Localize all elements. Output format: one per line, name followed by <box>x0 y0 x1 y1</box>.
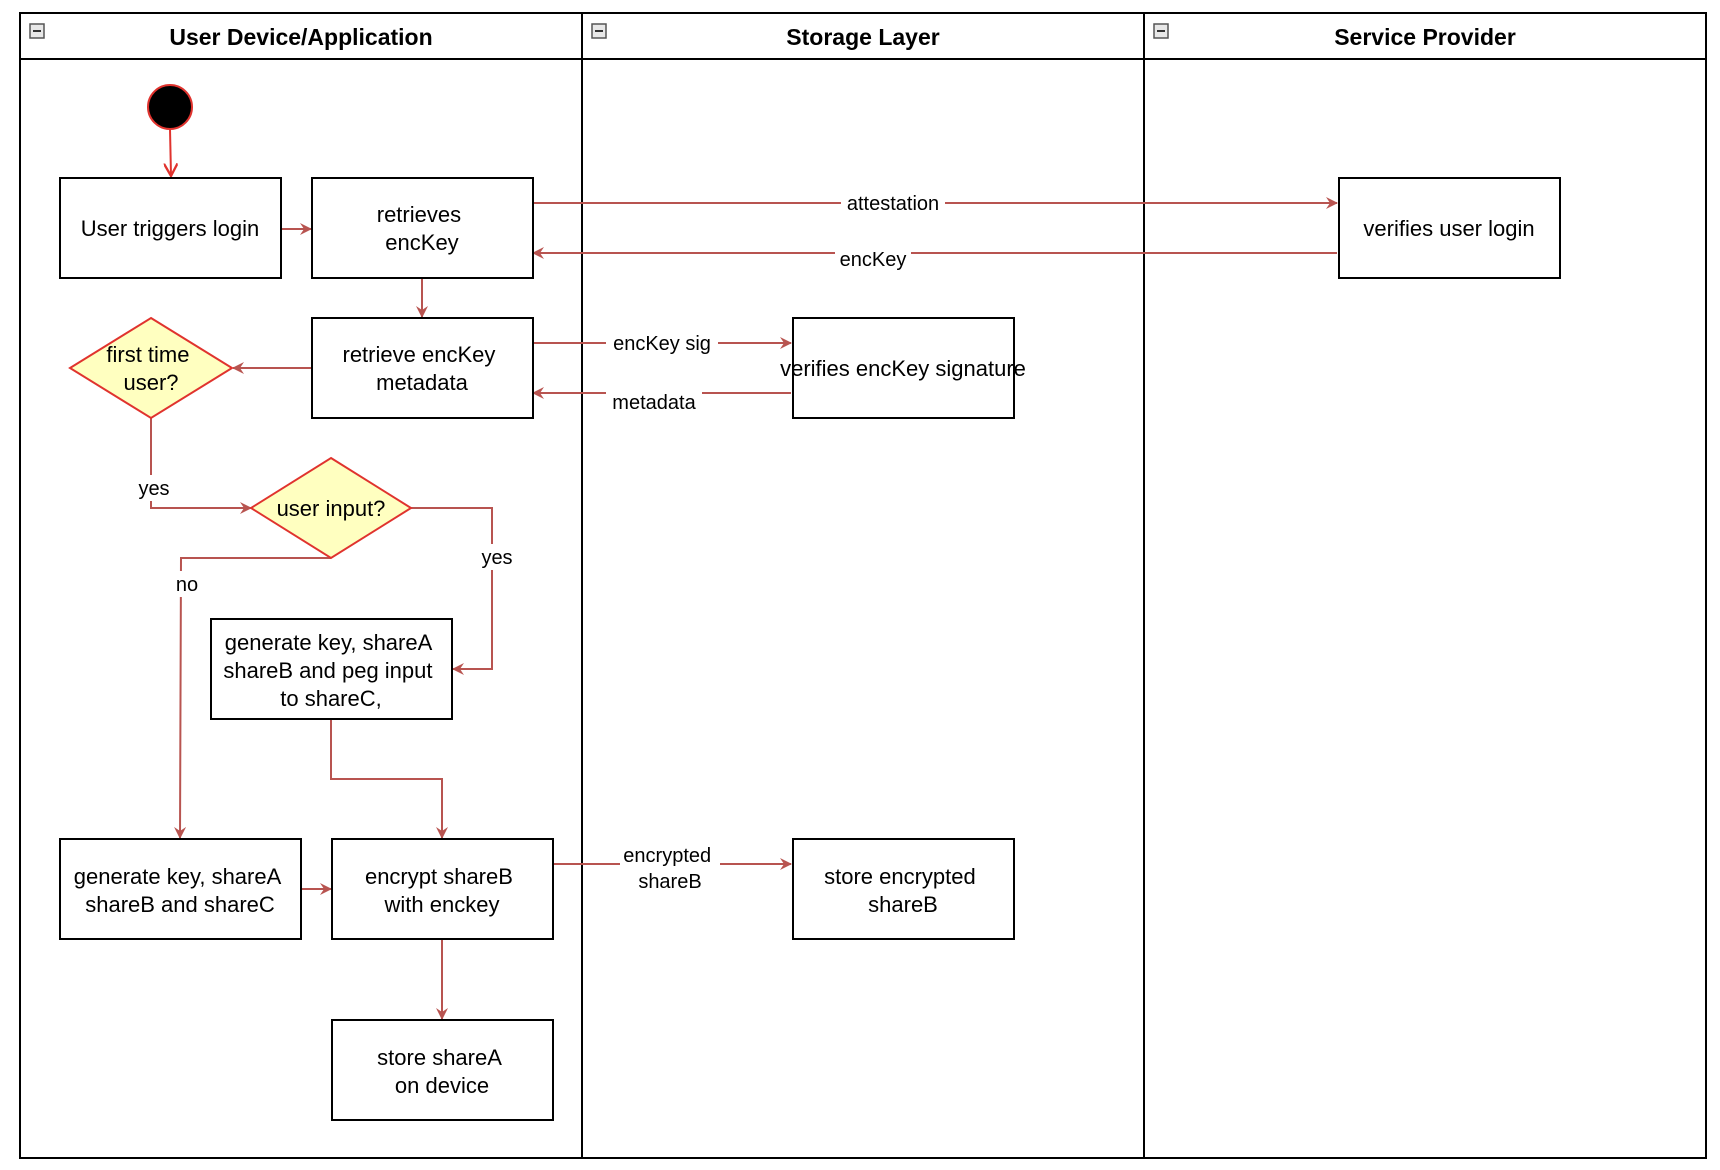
start-node-icon <box>147 84 193 130</box>
edge-first-yes <box>150 418 252 514</box>
node-user-triggers-login[interactable]: User triggers login <box>59 177 282 279</box>
edge-input-no <box>174 557 331 839</box>
node-verifies-enckey-signature[interactable]: verifies encKey signature <box>780 317 1026 419</box>
svg-text:store encrypted shareB: store encrypted shareB <box>824 864 982 917</box>
collapse-minus-icon[interactable] <box>1153 23 1169 39</box>
svg-text:user input?: user input? <box>277 496 386 521</box>
svg-text:first time user?: first time user? <box>106 342 195 395</box>
svg-text:User triggers login: User triggers login <box>81 216 260 241</box>
edge-label-encrypted-shareb: encrypted shareB <box>623 845 716 893</box>
node-store-sharea[interactable]: store shareA on device <box>331 1019 554 1121</box>
svg-text:generate key, shareA sha: generate key, shareA shareB and peg inpu… <box>223 630 438 711</box>
svg-text:encrypt shareB with enck: encrypt shareB with enckey <box>365 864 519 917</box>
edge-label-attestation: attestation <box>847 193 939 215</box>
edge-label-metadata: metadata <box>612 392 696 414</box>
edge-start-to-login <box>170 128 171 176</box>
lane-title: Service Provider <box>1334 24 1516 50</box>
edge-label-enckey-sig: encKey sig <box>613 333 711 355</box>
lane-title: User Device/Application <box>169 24 432 50</box>
edge-label-yes: yes <box>481 547 512 569</box>
svg-text:retrieves encKey: retrieves encKey <box>377 202 467 255</box>
svg-text:store shareA on device: store shareA on device <box>377 1045 507 1098</box>
svg-text:retrieve encKey metadata: retrieve encKey metadata <box>343 342 502 395</box>
node-encrypt-shareb[interactable]: encrypt shareB with enckey <box>331 838 554 940</box>
node-retrieves-enckey[interactable]: retrieves encKey <box>311 177 534 279</box>
node-store-encrypted-shareb[interactable]: store encrypted shareB <box>792 838 1015 940</box>
svg-text:generate key, shareA sha: generate key, shareA shareB and shareC <box>74 864 286 917</box>
edge-input-yes <box>411 507 493 675</box>
lane-storage-layer: Storage Layer <box>581 12 1145 1159</box>
lane-service-provider: Service Provider <box>1143 12 1707 1159</box>
edge-labels: attestation encKey encKey sig metadata y… <box>134 190 945 894</box>
edge-label-no: no <box>176 574 198 596</box>
collapse-minus-icon[interactable] <box>29 23 45 39</box>
edge-peg-to-encrypt <box>330 719 448 839</box>
node-verifies-user-login[interactable]: verifies user login <box>1338 177 1561 279</box>
decision-first-time-user[interactable]: first time user? <box>68 316 234 420</box>
node-retrieve-enckey-metadata[interactable]: retrieve encKey metadata <box>311 317 534 419</box>
node-generate-shares[interactable]: generate key, shareA shareB and shareC <box>59 838 302 940</box>
edge-label-enckey: encKey <box>840 249 907 271</box>
svg-text:verifies user login: verifies user login <box>1363 216 1534 241</box>
decision-user-input[interactable]: user input? <box>249 456 413 560</box>
svg-text:verifies encKey signature: verifies encKey signature <box>780 356 1026 381</box>
collapse-minus-icon[interactable] <box>591 23 607 39</box>
edge-label-yes: yes <box>138 478 169 500</box>
lane-title: Storage Layer <box>786 24 939 50</box>
node-generate-peg-input[interactable]: generate key, shareA shareB and peg inpu… <box>210 618 453 720</box>
